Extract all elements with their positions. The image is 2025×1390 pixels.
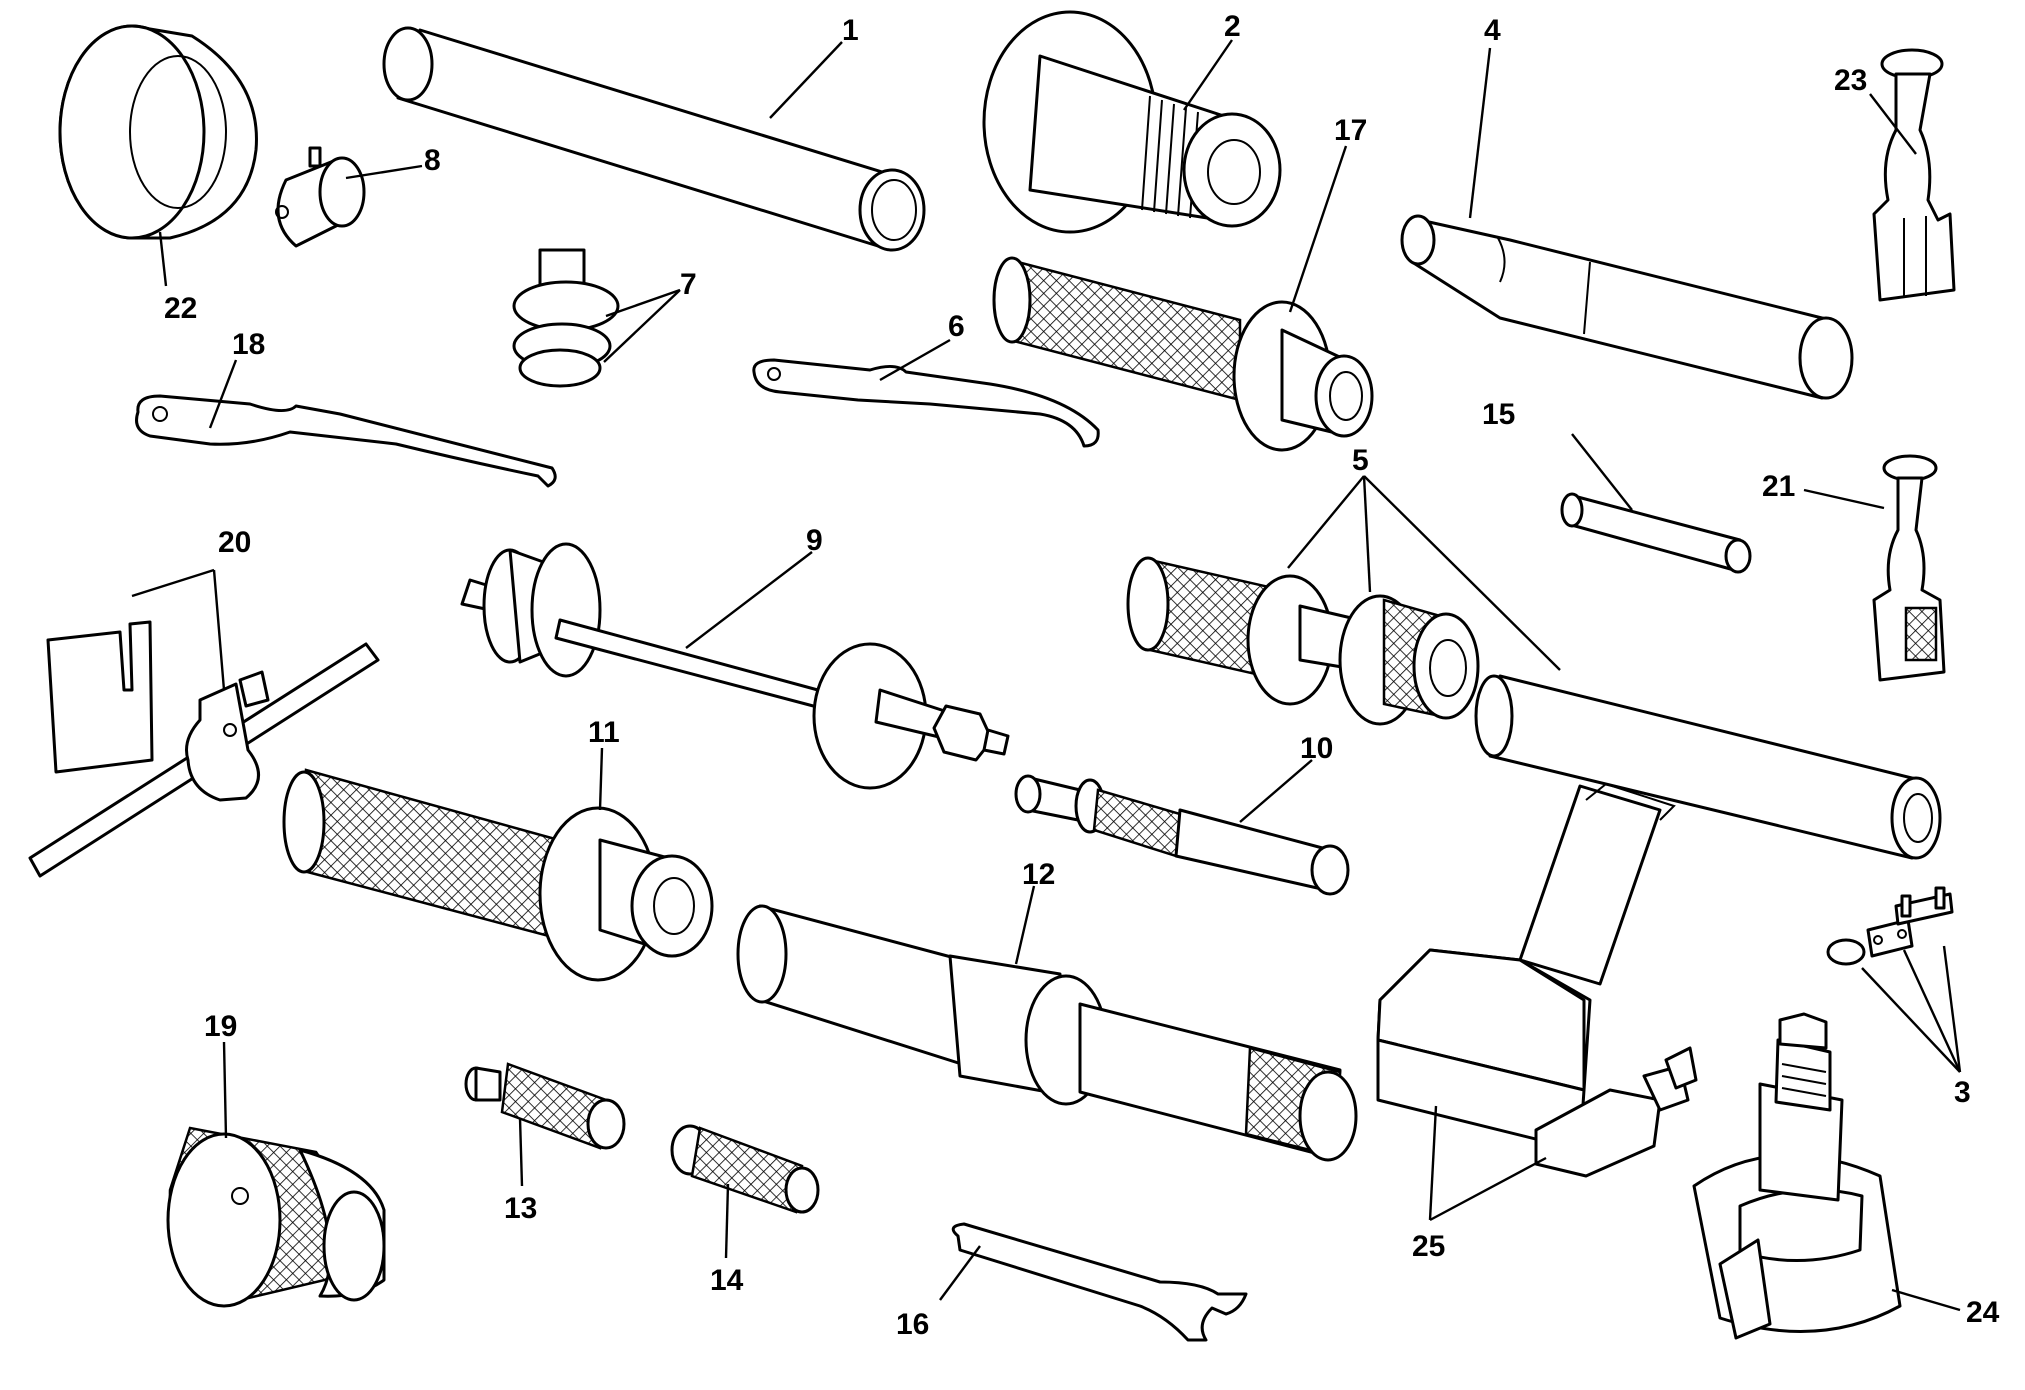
tool-5-driver-set bbox=[1126, 556, 1942, 860]
tool-11-driver bbox=[282, 768, 714, 982]
callout-2: 2 bbox=[1224, 10, 1241, 43]
callout-16: 16 bbox=[896, 1308, 929, 1341]
leader-3b bbox=[1902, 949, 1962, 1073]
callout-18: 18 bbox=[232, 328, 265, 361]
leader-4 bbox=[1468, 47, 1492, 219]
leader-5b bbox=[1362, 475, 1372, 593]
callout-24: 24 bbox=[1966, 1296, 2000, 1329]
callout-5: 5 bbox=[1352, 444, 1369, 477]
leader-3c bbox=[1861, 967, 1961, 1073]
leader-16 bbox=[939, 1245, 981, 1301]
leader-17 bbox=[1288, 145, 1348, 313]
tool-15-pin bbox=[1560, 492, 1752, 574]
callout-labels: 1 2 3 4 5 6 7 8 9 10 11 12 13 14 15 16 1… bbox=[164, 10, 2000, 1341]
tool-3-link-set bbox=[1826, 886, 1954, 966]
callout-25: 25 bbox=[1412, 1230, 1445, 1263]
leader-14 bbox=[724, 1183, 730, 1259]
callout-6: 6 bbox=[948, 310, 965, 343]
leader-5c bbox=[1363, 475, 1561, 671]
leader-9 bbox=[685, 551, 813, 649]
leader-20b bbox=[212, 569, 226, 691]
tool-13-pin bbox=[464, 1062, 626, 1150]
callout-19: 19 bbox=[204, 1010, 237, 1043]
leader-8 bbox=[345, 164, 423, 180]
tool-18-hook-wrench bbox=[135, 394, 557, 488]
tool-7-adapter bbox=[512, 248, 620, 388]
tool-6-hook-wrench bbox=[752, 358, 1100, 448]
leader-20a bbox=[131, 568, 215, 598]
tool-20-gauge bbox=[28, 620, 380, 878]
tool-9-slide-hammer bbox=[460, 542, 1010, 790]
callout-21: 21 bbox=[1762, 470, 1795, 503]
tool-14-pin bbox=[670, 1124, 820, 1214]
tool-8-sleeve bbox=[275, 146, 366, 248]
callout-14: 14 bbox=[710, 1264, 744, 1297]
tool-22-ring bbox=[58, 24, 258, 240]
leader-24 bbox=[1891, 1288, 1961, 1312]
callout-7: 7 bbox=[680, 268, 697, 301]
leader-7b bbox=[603, 289, 681, 363]
tool-24-press bbox=[1692, 1012, 1902, 1340]
leader-1 bbox=[769, 41, 843, 119]
tool-12-driver bbox=[736, 904, 1358, 1162]
leader-25a bbox=[1428, 1105, 1438, 1221]
callout-17: 17 bbox=[1334, 114, 1367, 147]
leader-25b bbox=[1429, 1156, 1547, 1222]
leader-23 bbox=[1869, 93, 1917, 155]
leader-5a bbox=[1287, 475, 1365, 569]
tool-17-driver bbox=[992, 256, 1374, 452]
tool-25-case bbox=[1376, 782, 1698, 1178]
callout-13: 13 bbox=[504, 1192, 537, 1225]
callout-22: 22 bbox=[164, 292, 197, 325]
leader-7a bbox=[605, 288, 681, 318]
leader-15 bbox=[1571, 433, 1633, 511]
tool-21-puller bbox=[1872, 454, 1946, 682]
callout-9: 9 bbox=[806, 524, 823, 557]
leader-12 bbox=[1014, 885, 1036, 965]
callout-11: 11 bbox=[588, 716, 620, 749]
tool-16-wrench bbox=[951, 1222, 1248, 1342]
leader-19 bbox=[222, 1041, 228, 1139]
callout-1: 1 bbox=[842, 14, 859, 47]
tool-19-sleeve bbox=[166, 1126, 386, 1308]
callout-3: 3 bbox=[1954, 1076, 1971, 1109]
leader-11 bbox=[598, 747, 604, 811]
callout-8: 8 bbox=[424, 144, 441, 177]
leader-10 bbox=[1239, 759, 1313, 823]
tool-23-puller bbox=[1872, 48, 1956, 302]
tool-10-pin bbox=[1014, 774, 1350, 896]
leader-3a bbox=[1942, 945, 1962, 1073]
callout-20: 20 bbox=[218, 526, 251, 559]
callout-10: 10 bbox=[1300, 732, 1333, 765]
leader-21 bbox=[1803, 488, 1885, 510]
callout-4: 4 bbox=[1484, 14, 1501, 47]
leader-22 bbox=[158, 231, 168, 287]
leader-6 bbox=[879, 338, 951, 382]
leader-18 bbox=[208, 359, 238, 429]
callout-12: 12 bbox=[1022, 858, 1055, 891]
tool-1-tube bbox=[382, 26, 926, 252]
tool-2-flange bbox=[982, 10, 1282, 234]
leader-13 bbox=[518, 1117, 524, 1187]
leader-lines bbox=[131, 39, 1962, 1312]
leader-2 bbox=[1183, 39, 1233, 111]
callout-15: 15 bbox=[1482, 398, 1515, 431]
callout-23: 23 bbox=[1834, 64, 1867, 97]
tool-4-bar bbox=[1400, 214, 1854, 400]
